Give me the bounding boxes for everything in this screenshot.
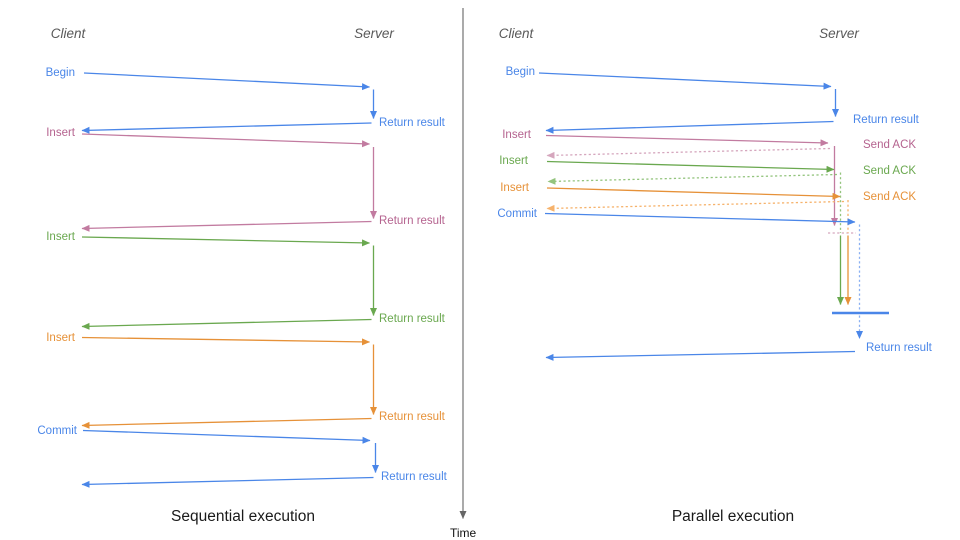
insert2-request-arrow: [546, 160, 835, 173]
message-label-insert3: Insert: [46, 332, 76, 344]
insert1-ack-label: Send ACK: [863, 139, 916, 151]
insert2-ack-arrow: [547, 173, 838, 185]
insert1-request-arrow: [545, 134, 829, 147]
message-label-commit: Commit: [37, 425, 77, 437]
time-axis: Time: [450, 8, 477, 540]
left-step-insert2: Insert Return result: [46, 231, 446, 330]
right-step-insert3: Insert Send ACK: [500, 182, 916, 305]
message-label-insert2: Insert: [46, 231, 76, 243]
insert1-return-label: Return result: [379, 215, 446, 227]
left-step-commit: Commit Return result: [37, 425, 448, 488]
right-step-insert2: Insert Send ACK: [499, 155, 916, 305]
right-step-commit: Commit Return result: [497, 208, 933, 361]
right-server-header: Server: [819, 26, 859, 41]
begin-return-arrow: [545, 120, 834, 134]
insert1-ack-arrow: [546, 147, 831, 159]
message-label-insert1: Insert: [502, 129, 532, 141]
time-axis-label: Time: [450, 526, 477, 540]
begin-request-arrow: [83, 72, 370, 91]
insert1-return-arrow: [81, 220, 372, 232]
begin-return-label: Return result: [853, 114, 920, 126]
commit-return-label: Return result: [381, 471, 448, 483]
insert3-request-arrow: [546, 187, 841, 200]
commit-return-label: Return result: [866, 342, 933, 354]
right-step-insert1: Insert Send ACK: [502, 129, 916, 234]
begin-return-arrow: [81, 122, 372, 134]
message-label-insert2: Insert: [499, 155, 529, 167]
message-label-insert3: Insert: [500, 182, 530, 194]
left-diagram: Client Server Begin Return result Insert…: [37, 26, 447, 525]
insert2-return-arrow: [81, 318, 372, 330]
right-step-begin: Begin Return result: [506, 66, 920, 134]
commit-request-arrow: [544, 212, 856, 226]
insert3-return-arrow: [81, 417, 372, 429]
commit-request-arrow: [82, 429, 371, 444]
insert3-request-arrow: [81, 336, 370, 346]
insert2-return-label: Return result: [379, 313, 446, 325]
insert3-ack-label: Send ACK: [863, 191, 916, 203]
message-label-insert1: Insert: [46, 127, 76, 139]
left-step-begin: Begin Return result: [46, 67, 446, 134]
insert1-request-arrow: [81, 133, 370, 148]
commit-return-arrow: [81, 476, 374, 488]
insert2-ack-label: Send ACK: [863, 165, 916, 177]
right-diagram: Client Server Begin Return result Insert…: [497, 26, 932, 525]
left-step-insert1: Insert Return result: [46, 127, 446, 232]
right-client-header: Client: [499, 26, 535, 41]
right-caption: Parallel execution: [672, 508, 794, 525]
insert2-request-arrow: [81, 236, 370, 247]
commit-return-arrow: [545, 350, 856, 361]
begin-request-arrow: [538, 72, 832, 90]
left-client-header: Client: [51, 26, 87, 41]
left-caption: Sequential execution: [171, 508, 315, 525]
message-label-begin: Begin: [46, 67, 75, 79]
message-label-begin: Begin: [506, 66, 535, 78]
insert3-ack-arrow: [546, 200, 845, 212]
begin-return-label: Return result: [379, 117, 446, 129]
message-label-commit: Commit: [497, 208, 537, 220]
left-step-insert3: Insert Return result: [46, 332, 446, 429]
insert3-return-label: Return result: [379, 411, 446, 423]
left-server-header: Server: [354, 26, 394, 41]
